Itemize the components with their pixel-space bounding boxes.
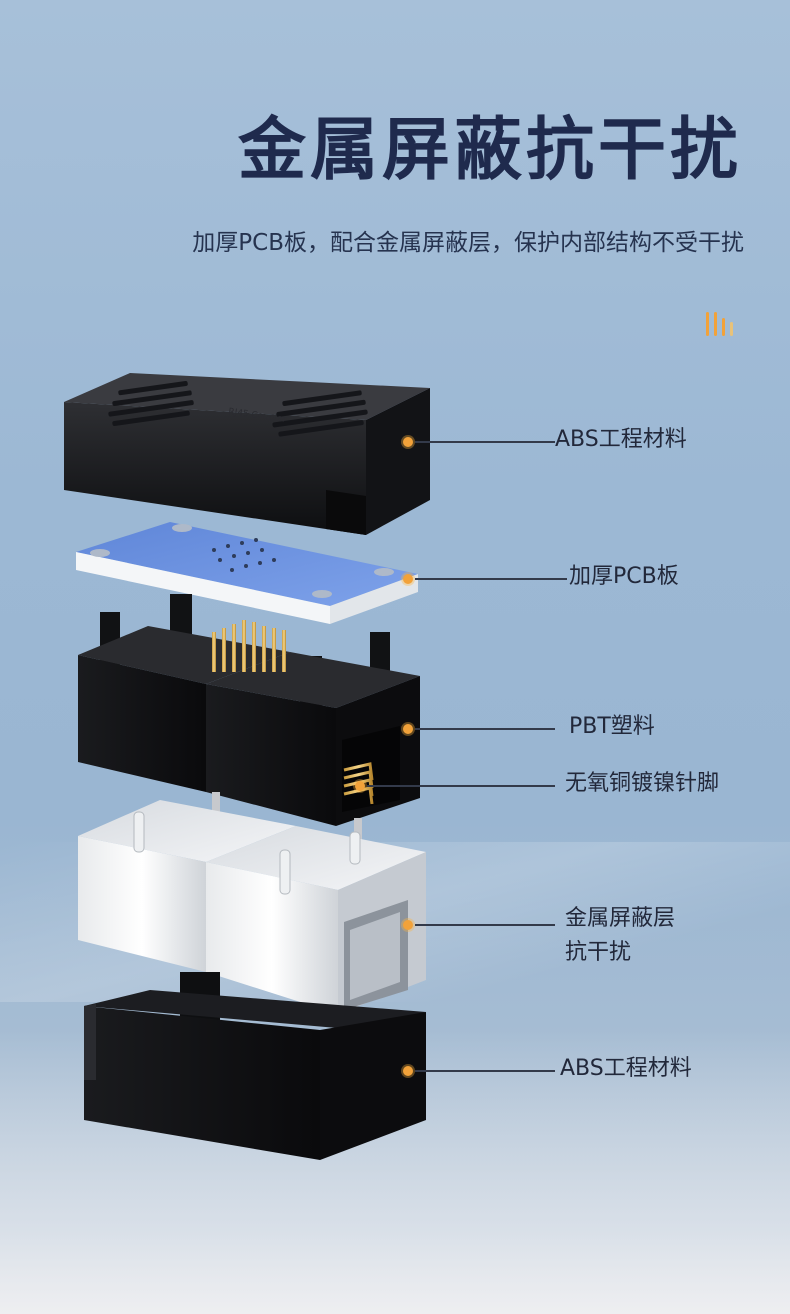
marker-dot-icon bbox=[403, 437, 413, 447]
bottom-cover-shell bbox=[84, 972, 426, 1160]
callout-label-pins: 无氧铜镀镍针脚 bbox=[565, 771, 720, 796]
headline: 金属屏蔽抗干扰 bbox=[237, 111, 742, 190]
marker-dot-icon bbox=[403, 1066, 413, 1076]
leader-line bbox=[415, 728, 555, 730]
leader-line bbox=[415, 1070, 555, 1072]
top-cover-shell: RJ45 Coupler bbox=[64, 373, 430, 535]
callout-label-pcb: 加厚PCB板 bbox=[569, 564, 679, 589]
marker-dot-icon bbox=[403, 724, 413, 734]
leader-line bbox=[415, 578, 567, 580]
leader-line bbox=[367, 785, 555, 787]
marker-dot-icon bbox=[403, 574, 413, 584]
pcb-board bbox=[76, 522, 418, 624]
leader-line bbox=[415, 441, 555, 443]
leader-line bbox=[415, 924, 555, 926]
callout-label-shield-line2: 抗干扰 bbox=[565, 940, 632, 965]
callout-label-bottom-cover: ABS工程材料 bbox=[560, 1056, 692, 1081]
marker-dot-icon bbox=[355, 781, 365, 791]
accent-bars-icon bbox=[706, 312, 734, 336]
callout-label-shield-line1: 金属屏蔽层 bbox=[565, 906, 676, 931]
pbt-plastic-body bbox=[78, 594, 420, 844]
metal-shield bbox=[78, 800, 426, 1014]
callout-label-pbt: PBT塑料 bbox=[569, 714, 655, 739]
subheadline: 加厚PCB板，配合金属屏蔽层，保护内部结构不受干扰 bbox=[192, 230, 744, 256]
callout-label-top-cover: ABS工程材料 bbox=[555, 427, 687, 452]
marker-dot-icon bbox=[403, 920, 413, 930]
